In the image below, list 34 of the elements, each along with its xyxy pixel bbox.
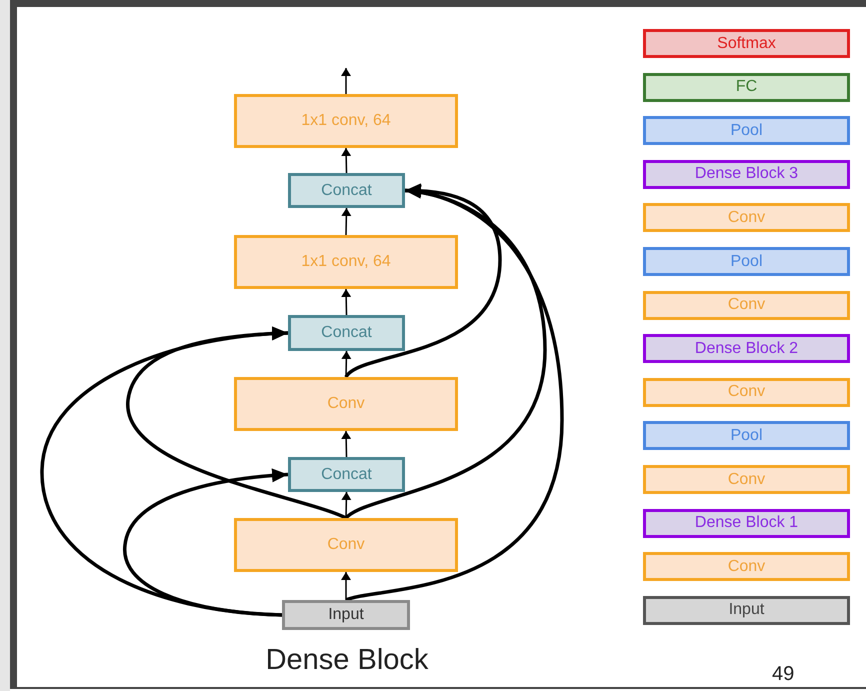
dense-block-box: Dense Block 3 [643, 160, 850, 189]
concat-box: Concat [288, 173, 405, 208]
arrow [344, 185, 547, 520]
conv-layer-box: 1x1 conv, 64 [234, 94, 458, 148]
conv-layer-box: Conv [643, 378, 850, 407]
arrow [341, 492, 352, 518]
pool-layer-box: Pool [643, 421, 850, 450]
arrow [341, 148, 352, 174]
arrow [344, 184, 502, 378]
conv-layer-box: Conv [643, 465, 850, 494]
arrow [341, 288, 352, 316]
arrow [341, 572, 351, 600]
conv-layer-box: Conv [234, 518, 458, 572]
input-box: Input [643, 596, 850, 625]
dense-block-box: Dense Block 2 [643, 334, 850, 364]
caption: Dense Block [264, 646, 430, 675]
pool-layer-box: Pool [643, 247, 850, 276]
concat-box: Concat [288, 457, 405, 492]
conv-layer-box: 1x1 conv, 64 [234, 235, 458, 289]
dense-block-box: Dense Block 1 [643, 508, 850, 538]
conv-layer-box: Conv [234, 377, 458, 431]
page-number: 49 [772, 664, 794, 684]
softmax-box: Softmax [643, 29, 850, 58]
conv-layer-box: Conv [643, 290, 850, 320]
concat-box: Concat [288, 315, 405, 351]
arrow [341, 208, 352, 236]
input-box: Input [282, 600, 410, 630]
arrow [341, 68, 351, 94]
arrow [126, 326, 347, 520]
fc-layer-box: FC [643, 72, 850, 102]
pool-layer-box: Pool [643, 116, 850, 146]
conv-layer-box: Conv [643, 552, 850, 582]
arrow [341, 430, 352, 458]
conv-layer-box: Conv [643, 203, 850, 232]
